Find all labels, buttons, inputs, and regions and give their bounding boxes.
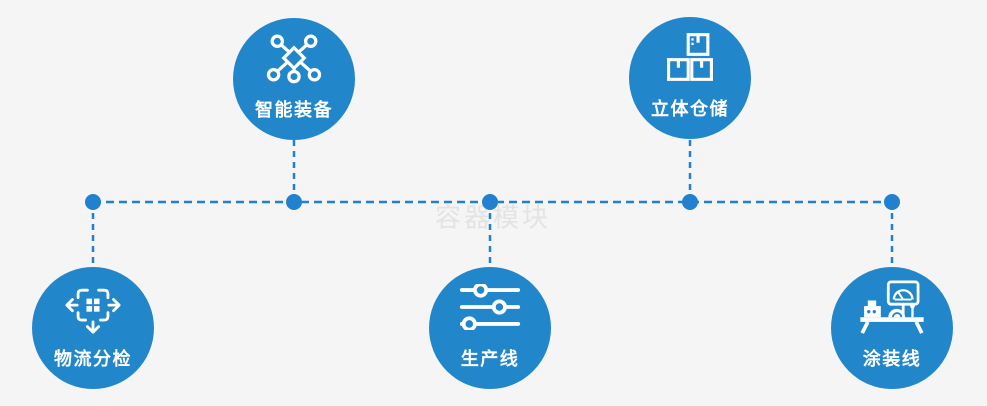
junction-dot [286, 194, 302, 210]
junction-dot [482, 194, 498, 210]
node-warehouse[interactable]: 立体仓储 [629, 17, 751, 139]
node-label: 涂装线 [862, 349, 922, 369]
network-nodes-icon [263, 34, 325, 84]
junction-dot [682, 194, 698, 210]
stacked-boxes-icon [665, 33, 715, 81]
node-label: 智能装备 [255, 100, 333, 120]
sliders-icon [458, 283, 522, 331]
node-production-line[interactable]: 生产线 [429, 267, 551, 389]
junction-dot [884, 194, 900, 210]
machine-console-icon [854, 280, 930, 334]
node-label: 立体仓储 [651, 99, 729, 119]
node-label: 物流分检 [54, 349, 132, 369]
node-logistics-sorting[interactable]: 物流分检 [32, 267, 154, 389]
move-sort-icon [63, 283, 123, 334]
node-smart-equipment[interactable]: 智能装备 [233, 18, 355, 140]
junction-dot [85, 194, 101, 210]
node-label: 生产线 [460, 349, 520, 369]
node-painting-line[interactable]: 涂装线 [831, 267, 953, 389]
